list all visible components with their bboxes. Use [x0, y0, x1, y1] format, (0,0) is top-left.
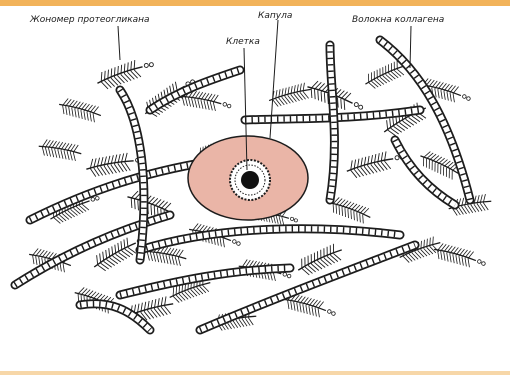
collagen-fiber	[120, 268, 290, 295]
collagen-fiber	[395, 140, 455, 205]
proteoglycan-monomer	[57, 97, 103, 124]
chondrocyte	[188, 136, 308, 220]
leader-collagen	[410, 26, 411, 68]
label-proteoglycan: Жономер протеогликана	[29, 15, 150, 25]
proteoglycan-monomer	[432, 242, 487, 271]
label-collagen: Волокна коллагена	[352, 15, 444, 25]
frame-bottom-border	[0, 371, 510, 375]
collagen-fiber	[140, 229, 400, 250]
collagen-fiber	[200, 245, 415, 330]
label-capsule: Капула	[258, 11, 292, 21]
cell-nucleus	[241, 171, 259, 189]
proteoglycan-monomer	[37, 138, 82, 161]
label-cell: Клетка	[226, 37, 260, 47]
collagen-fiber	[80, 304, 150, 330]
proteoglycan-monomer	[380, 100, 431, 140]
leader-proteoglycan	[118, 26, 120, 60]
proteoglycan-monomer	[94, 55, 156, 92]
collagen-fiber	[330, 45, 334, 200]
